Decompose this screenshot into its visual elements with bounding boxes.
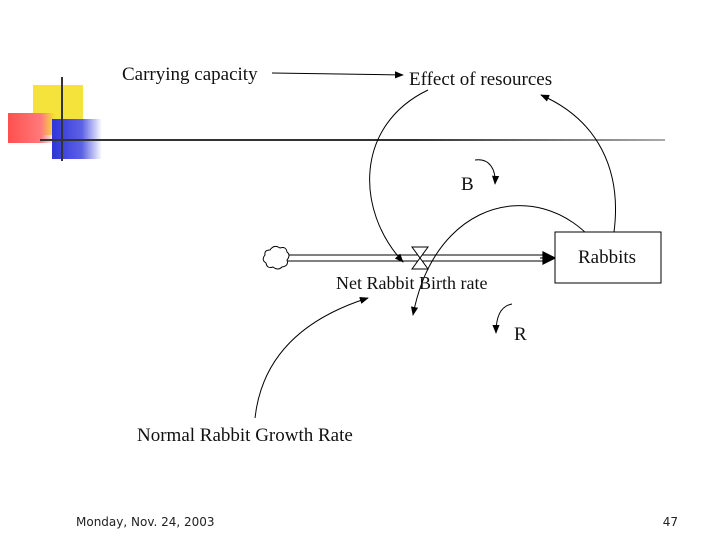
label-loop-r: R (514, 324, 527, 345)
label-net-birth-rate: Net Rabbit Birth rate (336, 273, 487, 293)
source-cloud-icon (262, 245, 290, 270)
link-normal-to-birthrate (254, 297, 369, 419)
label-effect-of-resources: Effect of resources (409, 69, 552, 90)
header-vertical-rule (61, 77, 63, 161)
link-effect-to-birthrate (369, 89, 429, 263)
label-loop-b: B (461, 174, 474, 195)
rabbits-stock-box (554, 231, 662, 284)
link-capacity-to-effect (271, 71, 404, 79)
flow-valve-icon (411, 246, 429, 270)
label-rabbits: Rabbits (578, 247, 636, 268)
label-normal-growth-rate: Normal Rabbit Growth Rate (137, 425, 353, 446)
footer-page-number: 47 (662, 515, 678, 529)
reinforcing-loop-arrow-icon (492, 303, 513, 334)
footer-date: Monday, Nov. 24, 2003 (76, 515, 215, 529)
balancing-loop-arrow-icon (474, 159, 500, 185)
label-carrying-capacity: Carrying capacity (122, 64, 258, 85)
decorative-red-square (8, 113, 55, 143)
link-rabbits-to-effect (540, 94, 616, 233)
header-rule (40, 139, 665, 141)
